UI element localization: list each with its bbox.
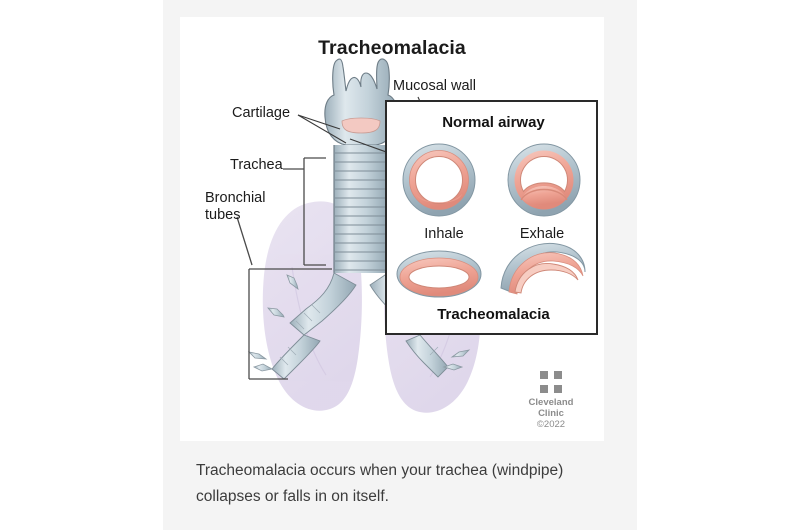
label-trachea: Trachea (230, 157, 283, 173)
label-bronchial-line1: Bronchial (205, 190, 266, 206)
logo-name-line1: Cleveland (528, 397, 574, 408)
label-cartilage: Cartilage (232, 105, 291, 121)
leader-cartilage-b (297, 114, 347, 144)
logo-copyright: ©2022 (536, 419, 566, 430)
logo-name-line2: Clinic (538, 408, 564, 419)
cleveland-clinic-mark-icon (540, 371, 562, 393)
cross-section-diagrams (396, 143, 586, 298)
larynx (324, 58, 398, 146)
inset-title-tracheomalacia: Tracheomalacia (437, 306, 550, 323)
inset-title-normal: Normal airway (442, 114, 545, 131)
medical-illustration: Tracheomalacia (180, 17, 604, 441)
cross-section-normal-exhale (507, 143, 581, 217)
label-bronchial-line2: tubes (205, 207, 241, 223)
bracket-trachea (283, 157, 326, 266)
figure-title: Tracheomalacia (318, 37, 466, 59)
trachea (333, 145, 389, 273)
cleveland-clinic-logo: Cleveland Clinic ©2022 (521, 371, 581, 430)
leader-cartilage-a (297, 114, 341, 130)
anatomy-artwork (236, 58, 481, 413)
cross-section-normal-inhale (402, 143, 476, 217)
bracket-bronchial (236, 216, 332, 380)
airway-cross-section-inset: Normal airway (385, 100, 598, 335)
leader-bronchial (236, 216, 253, 266)
figure-caption: Tracheomalacia occurs when your trachea … (196, 462, 564, 505)
label-inhale: Inhale (424, 226, 464, 242)
label-exhale: Exhale (519, 226, 565, 242)
cross-section-malacia-collapsed (500, 242, 586, 295)
label-mucosal-wall: Mucosal wall (393, 78, 476, 94)
cross-section-malacia-flattened (396, 250, 482, 298)
